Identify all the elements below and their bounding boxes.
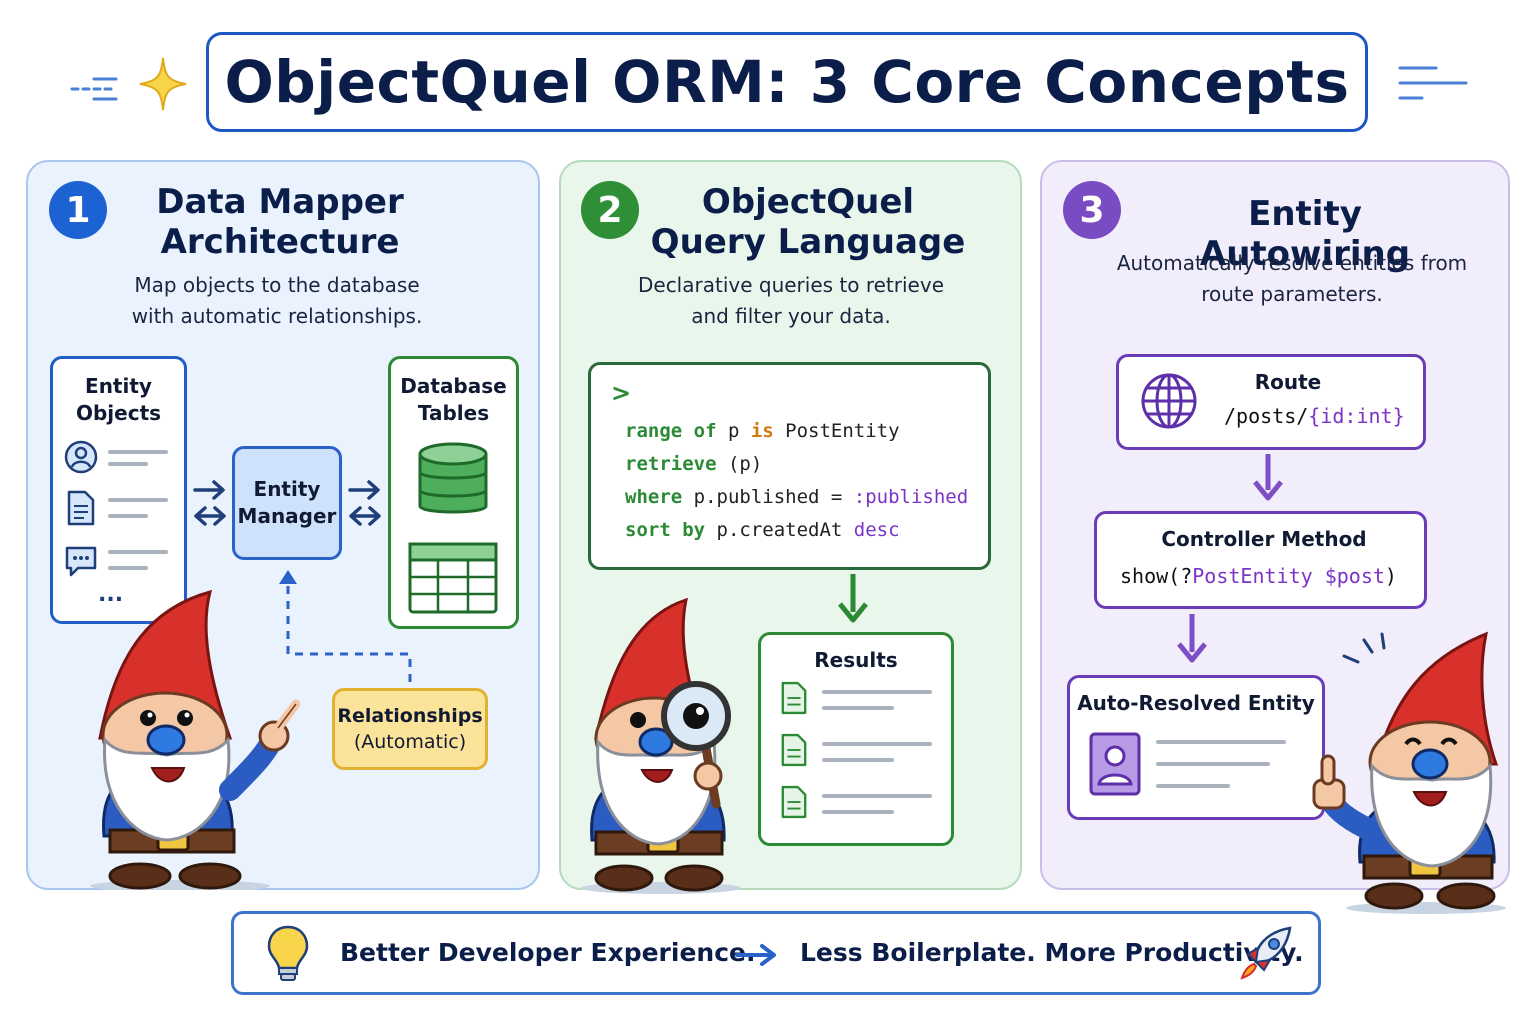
arrow-down-purple <box>1177 614 1207 663</box>
entity-line <box>108 498 168 502</box>
user-icon <box>1089 732 1141 796</box>
controller-method-code: show(?PostEntity $post) <box>1120 564 1397 588</box>
relationships-label-line2: (Automatic) <box>353 731 467 753</box>
panel-2-heading-line2: Query Language <box>650 222 966 262</box>
prompt-chevron: > <box>611 379 632 407</box>
panel-2-description-line1: Declarative queries to retrieve <box>637 273 944 297</box>
results-label: Results <box>814 648 898 672</box>
db-tables-label-line2: Tables <box>417 401 490 425</box>
speed-lines-left <box>70 77 118 101</box>
route-label: Route <box>1254 370 1322 394</box>
step-badge-2: 2 <box>581 181 639 239</box>
gnome-illustration <box>90 590 301 890</box>
step-badge-1: 1 <box>49 181 107 239</box>
entity-line <box>108 450 168 454</box>
code-line-4: sort by p.createdAt desc <box>625 519 900 541</box>
entity-line <box>108 514 148 518</box>
entity-manager-label-line2: Manager <box>237 504 337 528</box>
entity-line <box>1156 762 1270 766</box>
gnome-illustration <box>581 598 741 894</box>
step-badge-3: 3 <box>1063 181 1121 239</box>
sparkle-icon <box>139 57 187 111</box>
entity-manager-card: Entity Manager <box>232 446 342 560</box>
panel-1-heading: Data Mapper Architecture <box>120 182 440 262</box>
code-line-1: range of p is PostEntity <box>625 420 900 442</box>
panel-1-heading-line1: Data Mapper <box>156 182 404 222</box>
panel-3-description-line1: Automatically resolve entities from <box>1116 251 1468 275</box>
db-tables-label-line1: Database <box>400 374 507 398</box>
panel-2-heading-line1: ObjectQuel <box>701 182 915 222</box>
query-code: range of p is PostEntity retrieve (p) wh… <box>625 415 968 547</box>
footer-banner <box>231 911 1321 995</box>
gnome-illustration <box>1312 631 1506 914</box>
result-line <box>822 742 932 746</box>
entity-line <box>1156 784 1230 788</box>
document-icon <box>781 785 807 819</box>
arrow-right-icon <box>735 944 776 966</box>
entity-line <box>108 550 168 554</box>
document-icon <box>781 733 807 767</box>
panel-3-description-line2: route parameters. <box>1201 282 1383 306</box>
panel-1-description-line1: Map objects to the database <box>134 273 420 297</box>
panel-2-description: Declarative queries to retrieve and filt… <box>590 270 992 332</box>
speed-lines-right <box>1398 66 1468 100</box>
panel-3-heading: Entity Autowiring <box>1199 194 1411 274</box>
user-icon <box>64 440 98 474</box>
footer-left-text: Better Developer Experience. <box>340 938 756 967</box>
relationships-label-line1: Relationships <box>337 705 483 727</box>
panel-1-heading-line2: Architecture <box>160 222 400 262</box>
panel-2-description-line2: and filter your data. <box>691 304 891 328</box>
table-icon <box>408 542 498 614</box>
chat-icon <box>65 546 97 577</box>
result-line <box>822 706 894 710</box>
footer-right-text: Less Boilerplate. More Productivity. <box>800 938 1304 967</box>
lightbulb-icon <box>267 925 309 981</box>
result-line <box>822 690 932 694</box>
document-icon <box>67 490 95 526</box>
entity-objects-label-line2: Objects <box>75 401 162 425</box>
relationships-card: Relationships (Automatic) <box>332 688 488 770</box>
database-icon <box>418 442 488 514</box>
bidirectional-arrows-left <box>193 480 226 526</box>
relationship-dashed-arrow <box>279 570 412 684</box>
panel-3-description: Automatically resolve entities from rout… <box>1070 248 1514 310</box>
entity-objects-card: Entity Objects <box>50 356 187 624</box>
document-icon <box>781 681 807 715</box>
globe-icon <box>1141 373 1197 429</box>
entity-manager-label-line1: Entity <box>253 477 321 501</box>
result-line <box>822 794 932 798</box>
panel-2-heading: ObjectQuel Query Language <box>644 182 972 262</box>
result-line <box>822 758 894 762</box>
entity-line <box>1156 740 1286 744</box>
entity-objects-label: Entity Objects <box>53 373 184 427</box>
entity-objects-label-line1: Entity <box>85 374 152 398</box>
code-line-2: retrieve (p) <box>625 453 763 475</box>
panel-1-description-line2: with automatic relationships. <box>131 304 423 328</box>
bidirectional-arrows-right <box>348 480 381 526</box>
entity-line <box>108 462 148 466</box>
page-title: ObjectQuel ORM: 3 Core Concepts <box>224 48 1350 116</box>
controller-method-card <box>1094 511 1427 609</box>
panel-1-description: Map objects to the database with automat… <box>60 270 494 332</box>
route-path: /posts/{id:int} <box>1224 404 1405 428</box>
entity-line <box>108 566 148 570</box>
arrow-down-green <box>838 574 868 623</box>
rocket-icon <box>1240 926 1292 980</box>
result-line <box>822 810 894 814</box>
code-line-3: where p.published = :published <box>625 486 969 508</box>
controller-method-label: Controller Method <box>1161 527 1367 551</box>
title-frame <box>206 32 1368 132</box>
query-code-card: > range of p is PostEntity retrieve (p) … <box>588 362 991 570</box>
auto-resolved-label: Auto-Resolved Entity <box>1077 691 1315 715</box>
arrow-down-purple <box>1253 454 1283 501</box>
entity-objects-more: ... <box>98 582 124 607</box>
